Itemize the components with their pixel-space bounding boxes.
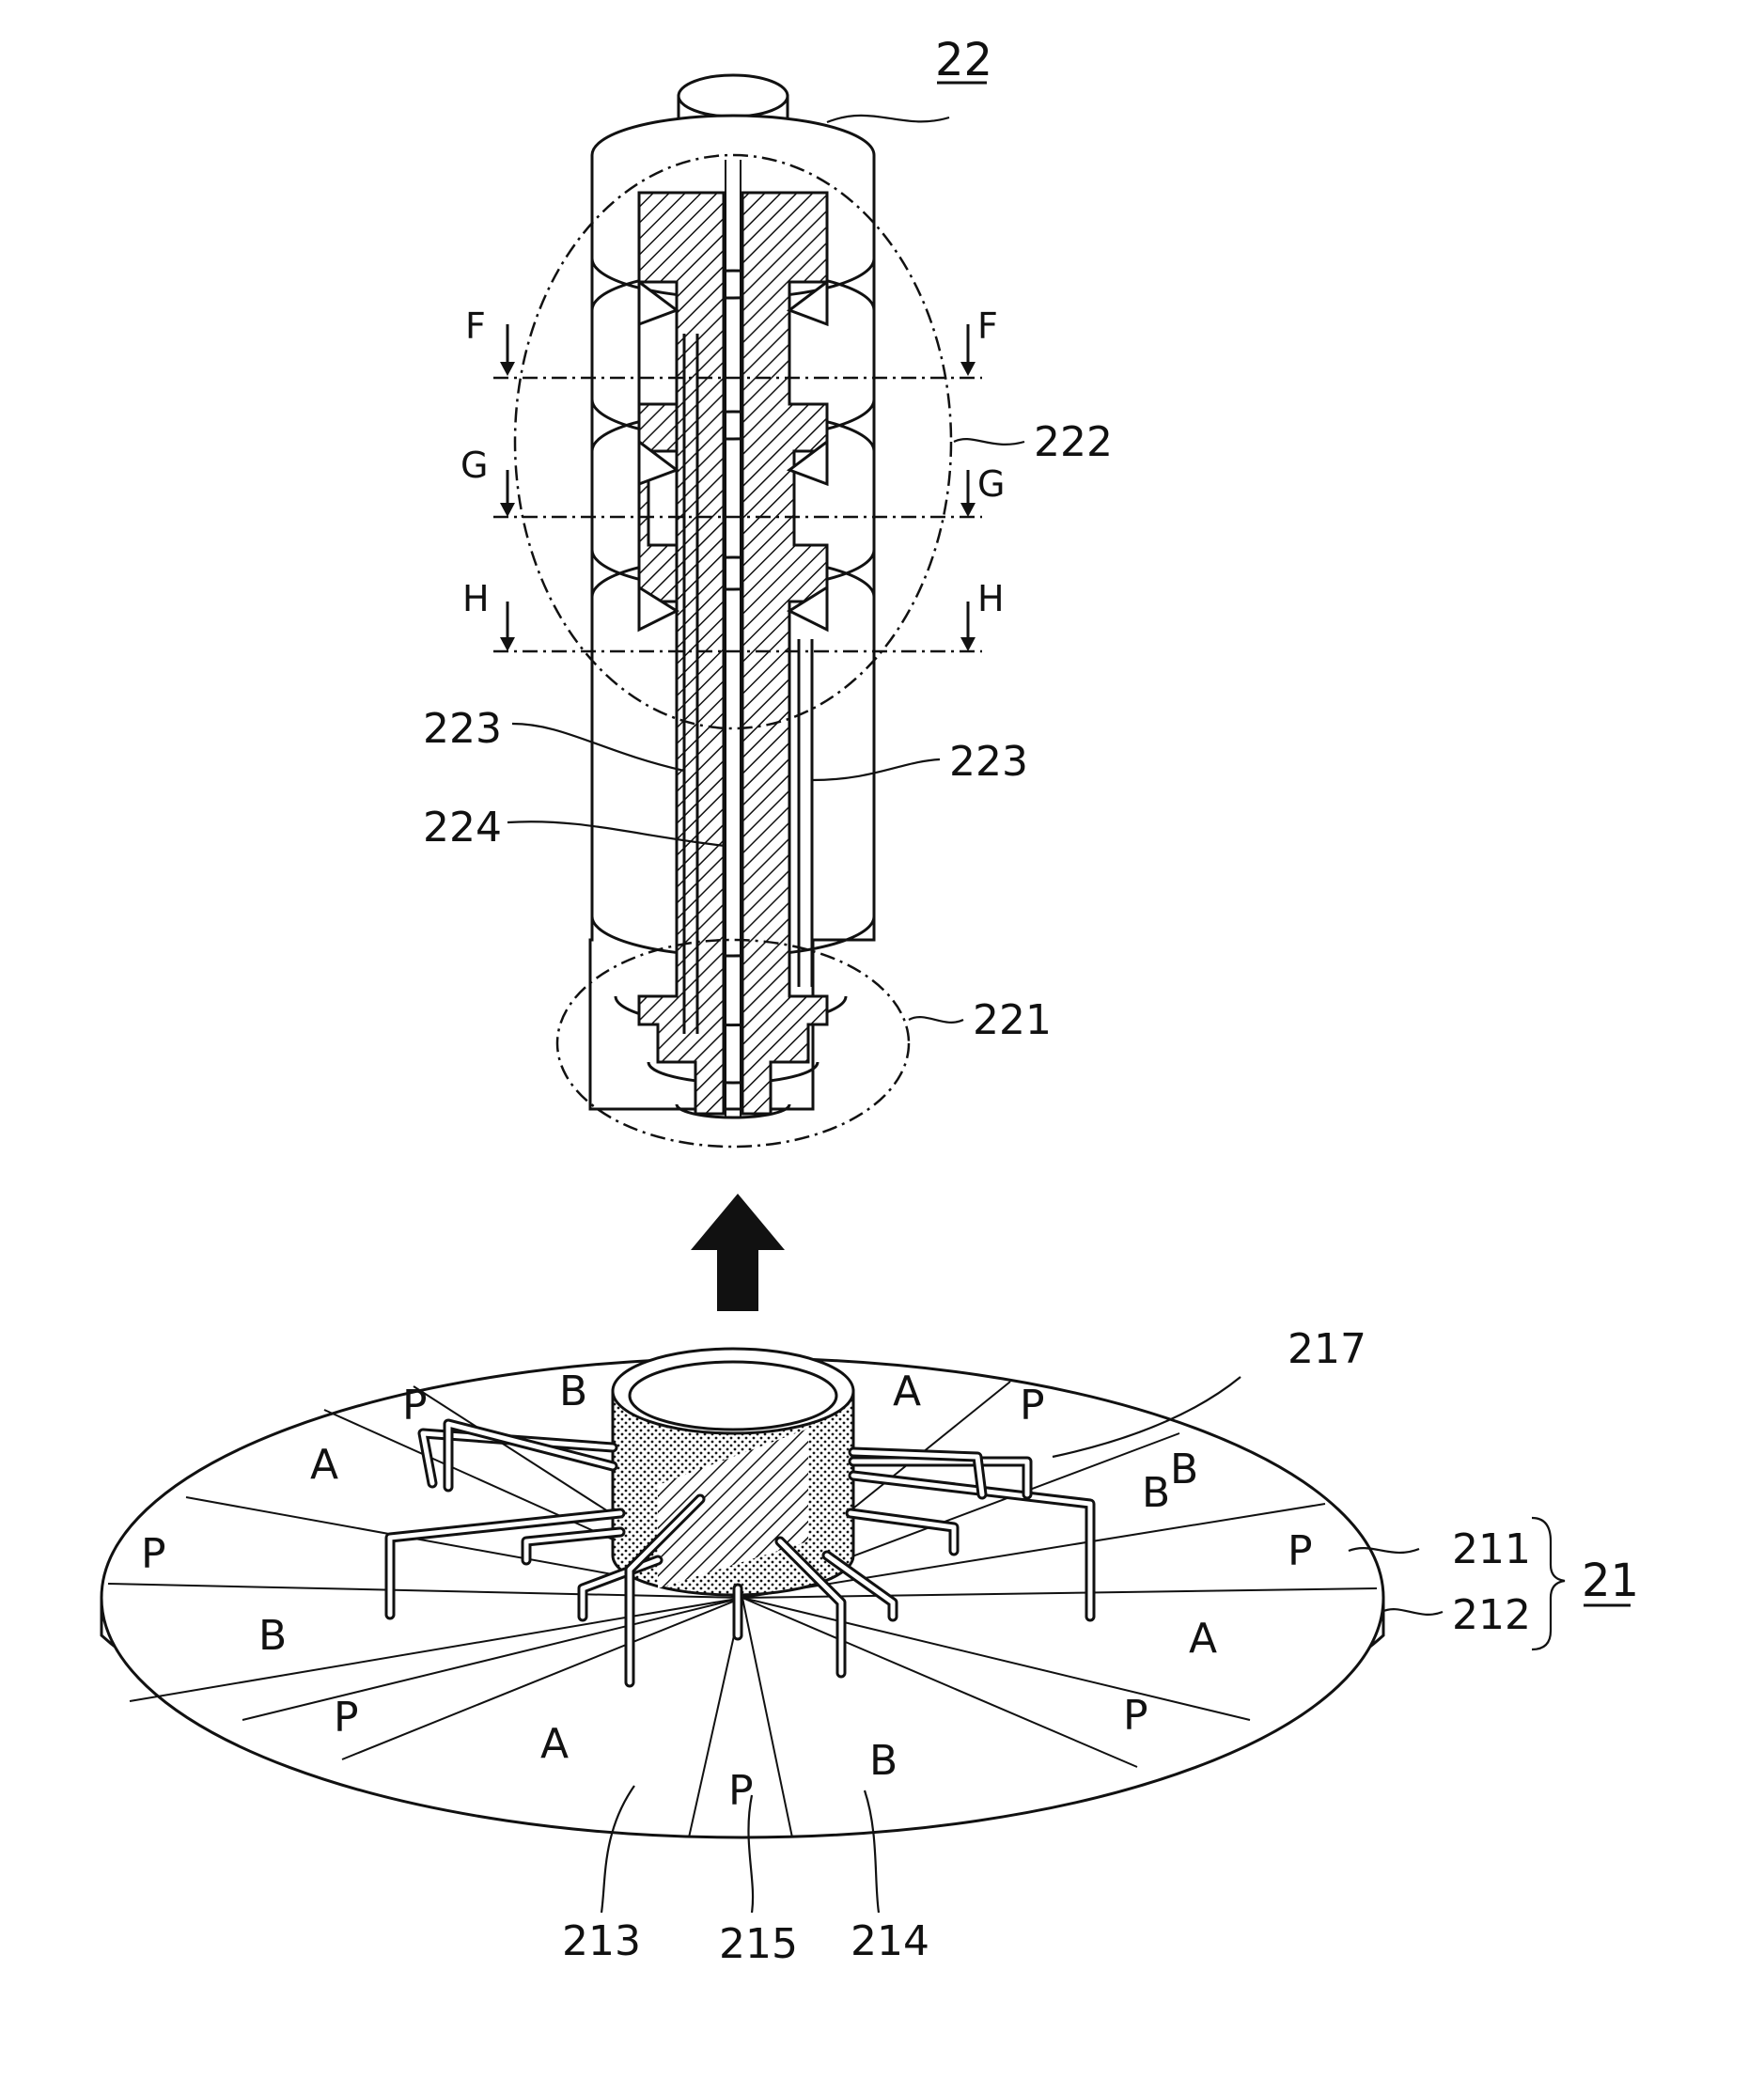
sector-label: B — [1170, 1446, 1198, 1493]
cylinder-body — [590, 116, 874, 1118]
label-224: 224 — [423, 804, 502, 852]
sector-label: B — [258, 1612, 287, 1660]
section-mark-g-left: G — [461, 445, 488, 486]
sector-label: A — [540, 1720, 569, 1768]
section-mark-f-right: F — [977, 305, 998, 347]
label-217: 217 — [1288, 1325, 1366, 1373]
sector-label: B — [559, 1368, 587, 1415]
section-mark-g-right: G — [977, 463, 1005, 505]
label-214: 214 — [851, 1917, 929, 1965]
component-21: P B A P B P A P B A P B P A P B — [101, 1325, 1639, 1968]
label-213: 213 — [562, 1917, 641, 1965]
label-212: 212 — [1452, 1591, 1531, 1639]
hub-217 — [613, 1349, 853, 1595]
label-223-left: 223 — [423, 705, 502, 753]
label-215: 215 — [719, 1920, 798, 1968]
section-mark-h-left: H — [462, 578, 490, 619]
sector-label: P — [334, 1694, 359, 1742]
sector-label: P — [1020, 1382, 1045, 1430]
sector-label: B — [869, 1737, 898, 1785]
section-mark-h-right: H — [977, 578, 1005, 619]
assembly-arrow — [691, 1194, 785, 1311]
sector-label: A — [893, 1368, 921, 1415]
label-21: 21 — [1582, 1555, 1639, 1607]
label-223-right: 223 — [949, 738, 1028, 786]
sector-label: P — [141, 1530, 166, 1578]
sector-label: A — [1189, 1615, 1217, 1663]
label-221: 221 — [973, 996, 1052, 1044]
label-22: 22 — [935, 34, 992, 86]
sector-label: P — [402, 1382, 428, 1430]
section-mark-f-left: F — [465, 305, 486, 347]
sector-label: A — [310, 1441, 338, 1489]
sector-label: B — [1142, 1469, 1170, 1517]
component-22: 22 222 221 223 223 224 F F G G H H — [423, 34, 1113, 1147]
sector-label: P — [1123, 1692, 1148, 1740]
sector-label: P — [1288, 1527, 1313, 1575]
label-222: 222 — [1034, 418, 1113, 466]
label-211: 211 — [1452, 1525, 1531, 1573]
